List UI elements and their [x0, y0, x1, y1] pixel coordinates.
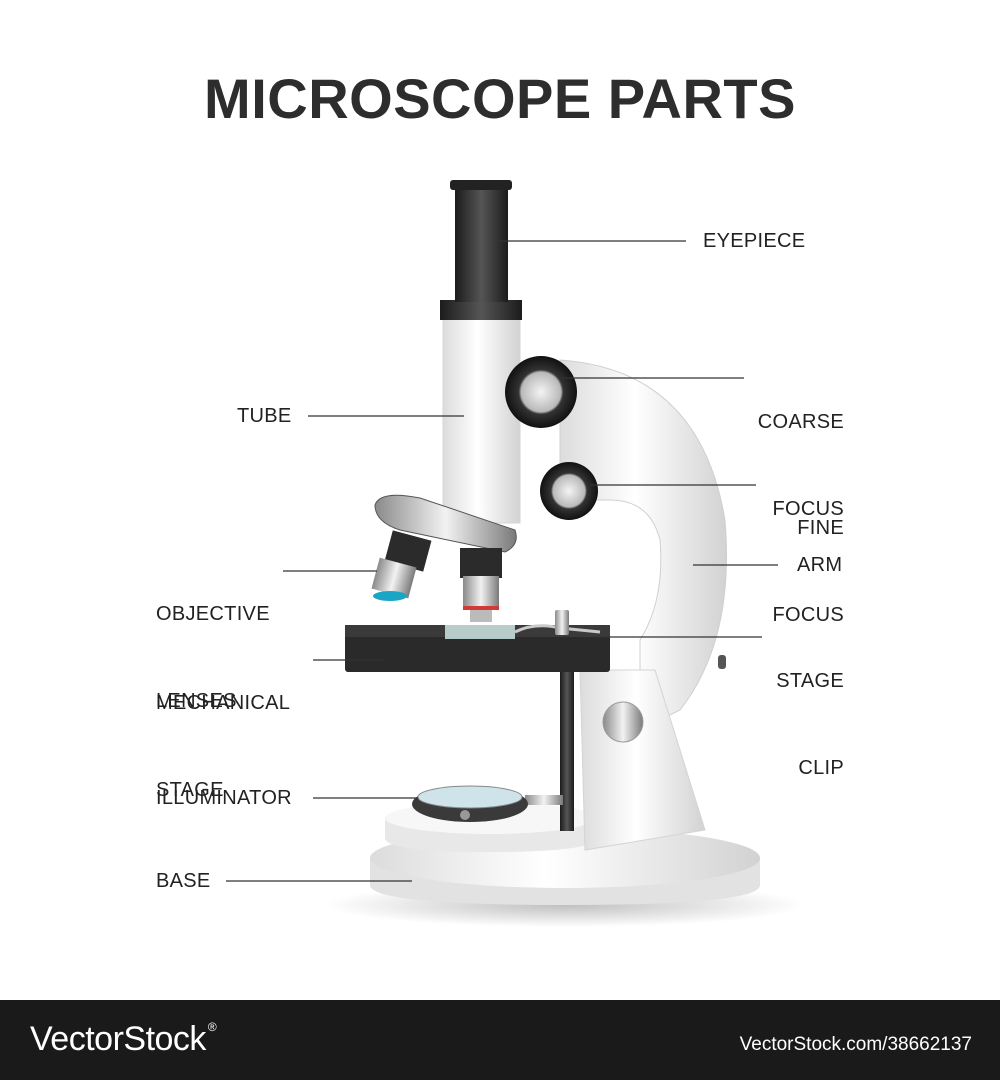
label-objective-lenses: OBJECTIVE LENSES	[156, 603, 270, 712]
fine-focus-knob	[540, 462, 598, 520]
label-coarse-focus: COARSE FOCUS	[757, 411, 844, 520]
illuminator-shape	[412, 785, 563, 822]
label-fine-focus: FINE FOCUS	[772, 517, 844, 626]
tube-collar	[440, 300, 522, 320]
label-mechanical-stage: MECHANICAL STAGE	[156, 692, 291, 801]
stage-post	[560, 668, 574, 831]
label-eyepiece: EYEPIECE	[703, 230, 806, 252]
eyepiece-shape	[450, 180, 512, 302]
watermark-footer: VectorStock® VectorStock.com/38662137	[0, 1000, 1000, 1080]
objective-shape	[371, 494, 517, 622]
image-id-text: VectorStock.com/38662137	[739, 1034, 972, 1055]
stage-shape	[345, 610, 610, 672]
label-illuminator: ILLUMINATOR	[156, 787, 292, 809]
arm-shape	[559, 359, 728, 851]
tube-shape	[442, 317, 521, 524]
label-tube: TUBE	[237, 405, 292, 427]
vectorstock-logo: VectorStock®	[30, 1020, 217, 1058]
leader-lines	[226, 240, 778, 882]
label-arm: ARM	[797, 554, 843, 576]
microscope-illustration	[226, 180, 805, 927]
coarse-focus-knob	[505, 356, 577, 428]
label-stage-clip: STAGE CLIP	[776, 670, 844, 779]
diagram-title: MICROSCOPE PARTS	[204, 67, 796, 130]
label-base: BASE	[156, 870, 211, 892]
